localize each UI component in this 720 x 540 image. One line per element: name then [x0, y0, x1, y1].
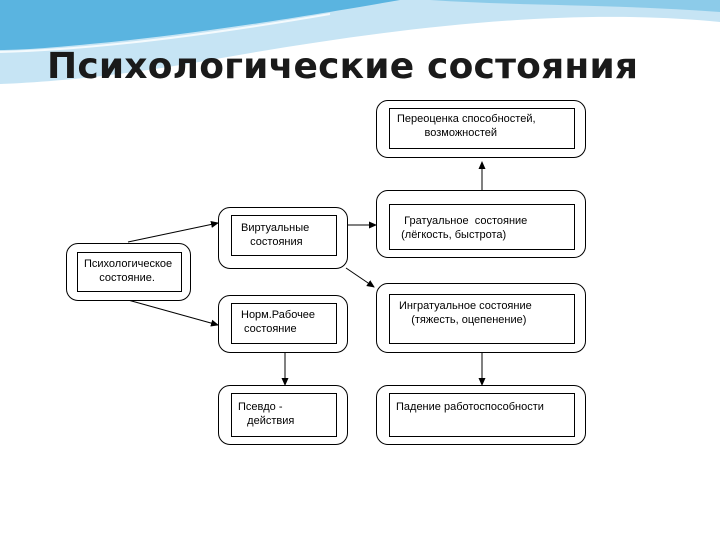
- node-gratual-state: Гратуальное состояние (лёгкость, быстрот…: [376, 190, 586, 258]
- node-normal-work-state-text: Норм.Рабочее состояние: [231, 303, 337, 344]
- node-performance-decline: Падение работоспособности: [376, 385, 586, 445]
- node-psychological-state: Психологическое состояние.: [66, 243, 191, 301]
- node-pseudo-actions: Псевдо - действия: [218, 385, 348, 445]
- node-ingratual-state-text: Ингратуальное состояние (тяжесть, оцепен…: [389, 294, 575, 344]
- node-pseudo-actions-text: Псевдо - действия: [231, 393, 337, 437]
- node-performance-decline-text: Падение работоспособности: [389, 393, 575, 437]
- node-overestimation-text: Переоценка способностей, возможностей: [389, 108, 575, 149]
- header-swoosh-decoration: [0, 0, 720, 84]
- node-normal-work-state: Норм.Рабочее состояние: [218, 295, 348, 353]
- node-gratual-state-text: Гратуальное состояние (лёгкость, быстрот…: [389, 204, 575, 250]
- node-virtual-states-text: Виртуальные состояния: [231, 215, 337, 256]
- arrow-psych-to-normal: [127, 299, 219, 327]
- arrow-virtual-to-ingratual: [345, 267, 375, 288]
- node-psychological-state-text: Психологическое состояние.: [77, 252, 182, 292]
- node-overestimation: Переоценка способностей, возможностей: [376, 100, 586, 158]
- node-ingratual-state: Ингратуальное состояние (тяжесть, оцепен…: [376, 283, 586, 353]
- arrow-psych-to-virtual: [127, 221, 219, 243]
- slide-title: Психологические состояния: [47, 46, 639, 87]
- node-virtual-states: Виртуальные состояния: [218, 207, 348, 269]
